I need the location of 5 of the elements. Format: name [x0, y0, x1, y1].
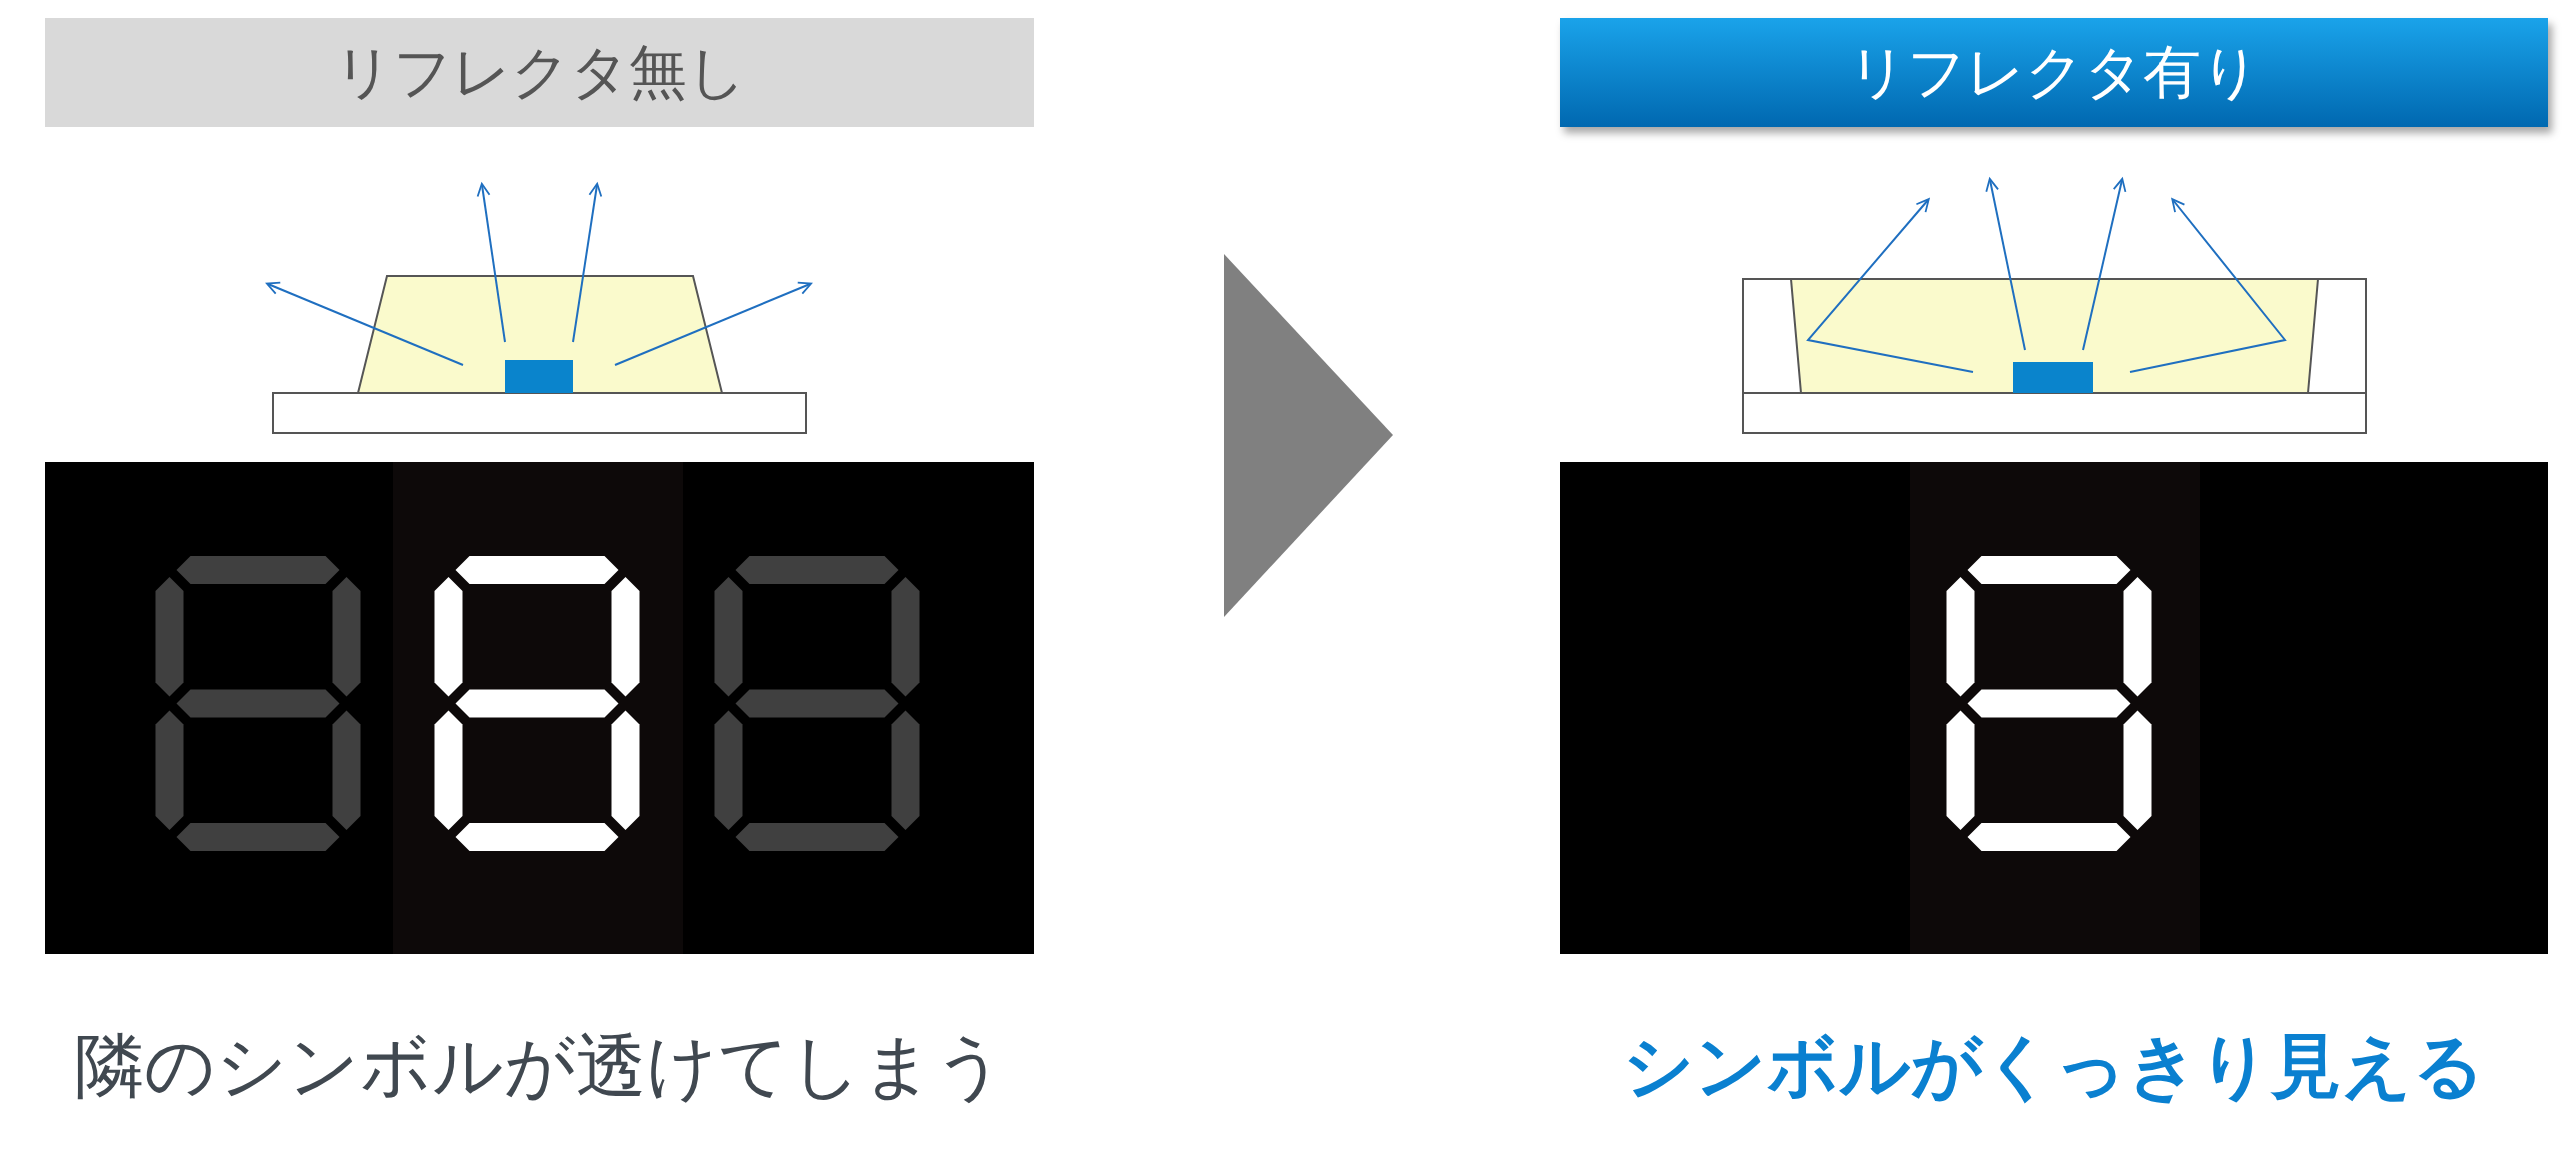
header-bar: リフレクタ有り: [1560, 18, 2548, 127]
chevron-arrow: [1224, 254, 1393, 617]
caption-text: 隣のシンボルが透けてしまう: [73, 1025, 1006, 1107]
header-bar: リフレクタ無し: [45, 18, 1034, 127]
caption-text: シンボルがくっきり見える: [1623, 1025, 2485, 1107]
